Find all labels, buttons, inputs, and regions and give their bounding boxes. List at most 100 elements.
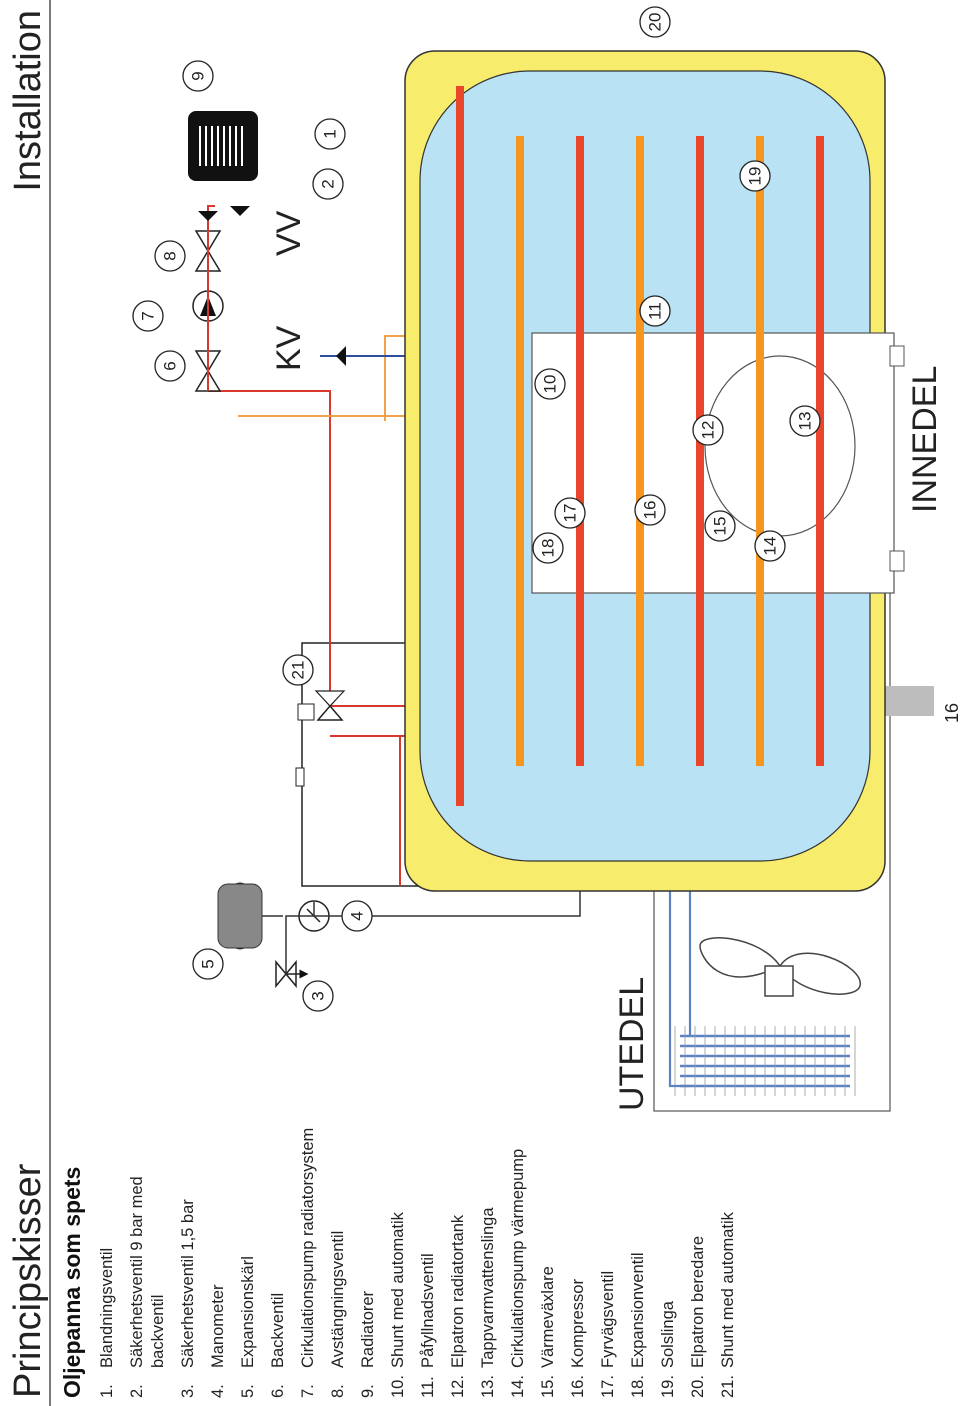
callout-number: 5 <box>199 959 218 968</box>
legend-item: 12.Elpatron radiatortank <box>449 1214 467 1398</box>
legend-item: 17.Fyrvägsventil <box>599 1271 617 1398</box>
legend-item: 8.Avstängningsventil <box>329 1231 347 1398</box>
legend-number: 8. <box>329 1384 347 1398</box>
callout-8: 8 <box>154 240 186 272</box>
legend-label: Elpatron radiatortank <box>449 1214 467 1368</box>
callout-number: 9 <box>189 71 208 80</box>
callout-number: 19 <box>746 167 765 186</box>
callout-7: 7 <box>132 300 164 332</box>
callout-13: 13 <box>789 405 821 437</box>
callout-2: 2 <box>312 168 344 200</box>
legend-number: 10. <box>389 1375 407 1398</box>
legend-item: 10. Shunt med automatik <box>389 1211 407 1398</box>
legend-number: 13. <box>479 1375 497 1398</box>
legend-item: 1.Blandningsventil <box>98 1248 116 1398</box>
legend-number: 20. <box>689 1375 707 1398</box>
legend-number: 7. <box>299 1384 317 1398</box>
callout-4: 4 <box>341 900 373 932</box>
legend-label: Cirkulationspump radiatorsystem <box>299 1128 317 1368</box>
legend-label: Tappvarmvattenslinga <box>479 1207 497 1368</box>
callout-16: 16 <box>634 494 666 526</box>
callout-number: 17 <box>561 504 580 523</box>
legend-item: 5.Expansionskärl <box>239 1256 257 1398</box>
legend-item: 9.Radiatorer <box>359 1290 377 1398</box>
callout-number: 2 <box>319 179 338 188</box>
legend-item: 7. Cirkulationspump radiatorsystem <box>299 1128 317 1398</box>
legend-label: Påfyllnadsventil <box>419 1253 437 1368</box>
callout-number: 3 <box>309 991 328 1000</box>
legend-item: 4.Manometer <box>209 1284 227 1398</box>
legend-label: Shunt med automatik <box>719 1211 737 1368</box>
callout-number: 15 <box>711 517 730 536</box>
legend-item: 16. Kompressor <box>569 1279 587 1398</box>
legend-label: Expansionventil <box>629 1252 647 1368</box>
legend-label: backventil <box>149 1295 167 1368</box>
callout-17: 17 <box>554 497 586 529</box>
callout-number: 6 <box>161 361 180 370</box>
header-left: Principskisser <box>7 1163 49 1398</box>
callout-number: 1 <box>321 129 340 138</box>
legend-label: Solslinga <box>659 1300 677 1368</box>
legend-label: Säkerhetsventil 1,5 bar <box>179 1199 197 1368</box>
legend-number: 18. <box>629 1375 647 1398</box>
callout-6: 6 <box>154 350 186 382</box>
legend-item: 6.Backventil <box>269 1293 287 1398</box>
header-right: Installation <box>7 10 49 192</box>
legend-label: Elpatron beredare <box>689 1236 707 1368</box>
callout-19: 19 <box>739 160 771 192</box>
callout-21: 21 <box>282 654 314 686</box>
legend-number: 3. <box>179 1384 197 1398</box>
legend-label: Fyrvägsventil <box>599 1271 617 1368</box>
solar-coil <box>456 86 824 806</box>
fan-icon <box>699 937 861 997</box>
utedel-label: UTEDEL <box>613 977 651 1111</box>
innedel-label: INNEDEL <box>906 366 944 513</box>
legend-label: Cirkulationspump värmepump <box>509 1149 527 1368</box>
legend-number: 11. <box>419 1376 437 1398</box>
legend-item: 20. Elpatron beredare <box>689 1236 707 1398</box>
callout-number: 18 <box>539 539 558 558</box>
subtitle: Oljepanna som spets <box>59 1167 85 1398</box>
expansion-vessel <box>217 882 283 950</box>
legend-item: 15.Värmeväxlare <box>539 1266 557 1398</box>
callout-number: 4 <box>348 911 367 920</box>
legend-number: 9. <box>359 1384 377 1398</box>
callout-10: 10 <box>534 368 566 400</box>
legend-number: 19. <box>659 1375 677 1398</box>
callout-number: 20 <box>646 13 665 32</box>
legend-number: 1. <box>98 1384 116 1398</box>
callout-9: 9 <box>182 60 214 92</box>
legend-label: Kompressor <box>569 1279 587 1368</box>
callout-number: 11 <box>646 302 665 320</box>
callout-number: 8 <box>161 251 180 260</box>
callout-number: 21 <box>289 661 308 680</box>
legend-item: 21. Shunt med automatik <box>719 1211 737 1398</box>
legend-label: Manometer <box>209 1284 227 1368</box>
kv-flow-arrow <box>336 346 346 366</box>
legend-item: 18. Expansionventil <box>629 1252 647 1398</box>
callout-number: 10 <box>541 375 560 394</box>
vv-label: VV <box>270 210 308 256</box>
legend-number: 16. <box>569 1375 587 1398</box>
callout-5: 5 <box>192 948 224 980</box>
legend-label: Värmeväxlare <box>539 1266 557 1368</box>
callout-number: 12 <box>699 421 718 440</box>
callout-12: 12 <box>692 414 724 446</box>
callout-14: 14 <box>754 530 786 562</box>
legend-label: Shunt med automatik <box>389 1211 407 1368</box>
legend-number: 21. <box>719 1375 737 1398</box>
page-number: 16 <box>942 703 960 723</box>
kv-label: KV <box>270 325 308 371</box>
legend-item: 14.Cirkulationspump värmepump <box>509 1149 527 1398</box>
legend-item: 11. Påfyllnadsventil <box>419 1253 437 1398</box>
legend-item: 13. Tappvarmvattenslinga <box>479 1207 497 1398</box>
callout-15: 15 <box>704 510 736 542</box>
callout-20: 20 <box>639 6 671 38</box>
callout-number: 16 <box>641 501 660 520</box>
callout-3: 3 <box>302 980 334 1012</box>
callout-number: 7 <box>139 311 158 320</box>
callout-11: 11 <box>639 295 671 327</box>
legend-number: 5. <box>239 1384 257 1398</box>
